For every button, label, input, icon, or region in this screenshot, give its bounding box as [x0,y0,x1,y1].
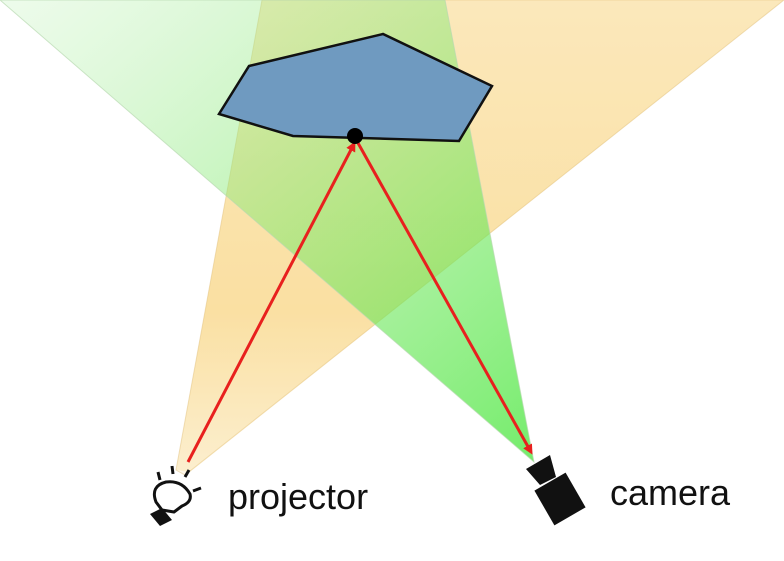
camera-icon [526,455,586,526]
projector-icon [150,465,202,526]
object-shape [217,32,494,143]
camera-label: camera [610,472,731,513]
surface-point [347,128,363,144]
projector-label: projector [228,476,368,517]
projector-ray [186,141,356,463]
camera-ray [356,142,533,455]
